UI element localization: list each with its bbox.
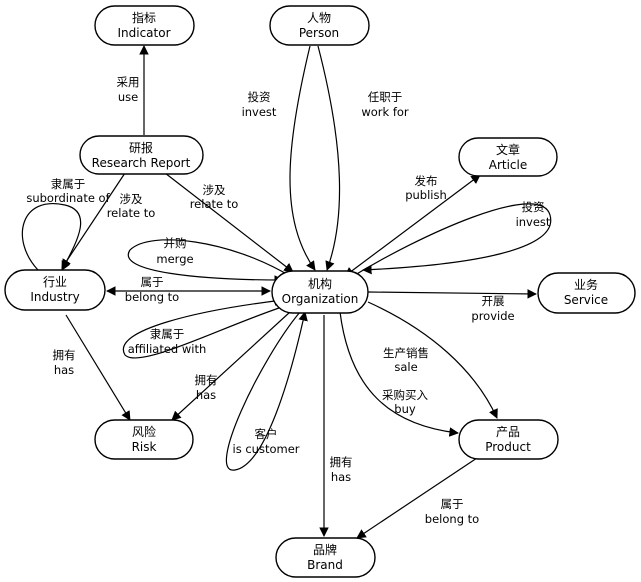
edge-label-report-industry-zh: 涉及 [120,192,143,206]
edge-org-self-merge [127,239,291,285]
node-person[interactable]: 人物 Person [269,5,370,46]
node-product-zh: 产品 [496,425,520,439]
edge-org-article [344,174,481,277]
edge-org-self-affiliated [122,296,289,359]
edge-label-product-brand-zh: 属于 [441,497,464,511]
node-brand-zh: 品牌 [313,543,337,557]
edge-label-org-product-sale-zh: 生产销售 [383,346,429,360]
edge-labels: 采用 use 投资 invest 任职于 work for 隶属于 subord… [26,75,551,526]
edge-label-industry-risk-zh: 拥有 [53,348,76,362]
edge-label-org-self-affiliated-zh: 隶属于 [150,327,185,341]
node-service-zh: 业务 [574,277,598,292]
edge-report-org [164,172,294,273]
node-research-report-zh: 研报 [129,140,153,155]
edge-label-org-self-affiliated-en: affiliated with [128,342,207,356]
node-service[interactable]: 业务 Service [537,272,636,314]
node-person-zh: 人物 [307,11,331,25]
edge-report-industry [61,172,126,269]
edge-label-org-risk-zh: 拥有 [195,373,218,387]
edge-label-org-product-buy-zh: 采购买入 [382,388,428,402]
node-product-en: Product [485,440,531,454]
edge-label-report-indicator-en: use [118,90,138,104]
node-organization-en: Organization [282,292,359,306]
node-industry-zh: 行业 [43,275,67,289]
node-indicator[interactable]: 指标 Indicator [94,5,195,46]
edge-label-report-org-zh: 涉及 [203,183,226,197]
node-organization-zh: 机构 [308,276,332,291]
edge-label-industry-risk-en: has [54,363,74,377]
edge-label-report-indicator-zh: 采用 [117,75,140,89]
edge-industry-self [21,203,82,271]
edge-label-org-self-customer-zh: 客户 [255,427,278,441]
node-organization[interactable]: 机构 Organization [271,270,369,314]
edge-label-report-org-en: relate to [190,197,239,211]
edge-label-org-brand-zh: 拥有 [330,455,353,469]
edge-label-org-service-en: provide [471,309,514,323]
edge-org-product-buy [339,311,459,437]
edge-label-org-industry-en: belong to [125,290,179,304]
edge-label-org-product-sale-en: sale [394,360,417,374]
node-industry[interactable]: 行业 Industry [4,269,106,311]
edge-industry-risk [65,314,131,421]
edge-label-org-article-en: publish [405,188,447,202]
edge-label-org-product-buy-en: buy [394,402,416,416]
node-brand-en: Brand [307,558,343,572]
edge-label-report-industry-en: relate to [107,206,156,220]
edge-org-service [367,289,537,299]
edge-label-industry-self-en: subordinate of [26,191,110,205]
edge-label-org-self-invest-zh: 投资 [522,200,545,214]
edge-label-industry-self-zh: 隶属于 [51,177,86,191]
node-product[interactable]: 产品 Product [458,419,559,460]
node-research-report-en: Research Report [92,156,191,170]
edge-label-org-industry-zh: 属于 [141,275,164,289]
nodes: 指标 Indicator 人物 Person 研报 Research Repor… [4,5,636,578]
node-indicator-en: Indicator [117,26,170,40]
edges [21,45,552,539]
edge-product-brand [356,457,478,539]
edge-label-org-risk-en: has [196,388,216,402]
edge-label-person-org-work-en: work for [361,105,409,119]
edge-label-person-org-invest-zh: 投资 [248,90,271,104]
edge-label-org-self-invest-en: invest [516,215,551,229]
node-research-report[interactable]: 研报 Research Report [79,135,204,175]
node-article-zh: 文章 [496,142,520,157]
node-risk-zh: 风险 [132,424,156,439]
edge-label-org-self-customer-en: is customer [233,442,300,456]
node-brand[interactable]: 品牌 Brand [275,537,376,578]
node-article[interactable]: 文章 Article [458,137,558,177]
node-risk[interactable]: 风险 Risk [94,419,194,460]
edge-org-product-sale [367,301,498,419]
node-indicator-zh: 指标 [132,10,156,25]
edge-label-person-org-invest-en: invest [242,105,277,119]
node-article-en: Article [489,158,528,172]
edge-person-org-invest [289,45,316,271]
edge-label-person-org-work-zh: 任职于 [368,90,403,104]
node-person-en: Person [299,26,339,40]
node-industry-en: Industry [30,290,79,304]
edge-org-self-invest [349,203,552,279]
edge-label-org-brand-en: has [331,470,351,484]
edge-label-org-self-merge-en: merge [156,252,193,266]
node-risk-en: Risk [132,440,157,454]
edge-label-org-self-merge-zh: 并购 [164,236,187,250]
edge-org-self-customer [225,311,308,471]
edge-person-org-work [317,45,341,271]
edge-org-risk [171,311,291,421]
node-service-en: Service [564,293,608,307]
edge-label-org-article-zh: 发布 [415,174,438,188]
edge-label-product-brand-en: belong to [425,512,479,526]
edge-label-org-service-zh: 开展 [482,294,505,308]
